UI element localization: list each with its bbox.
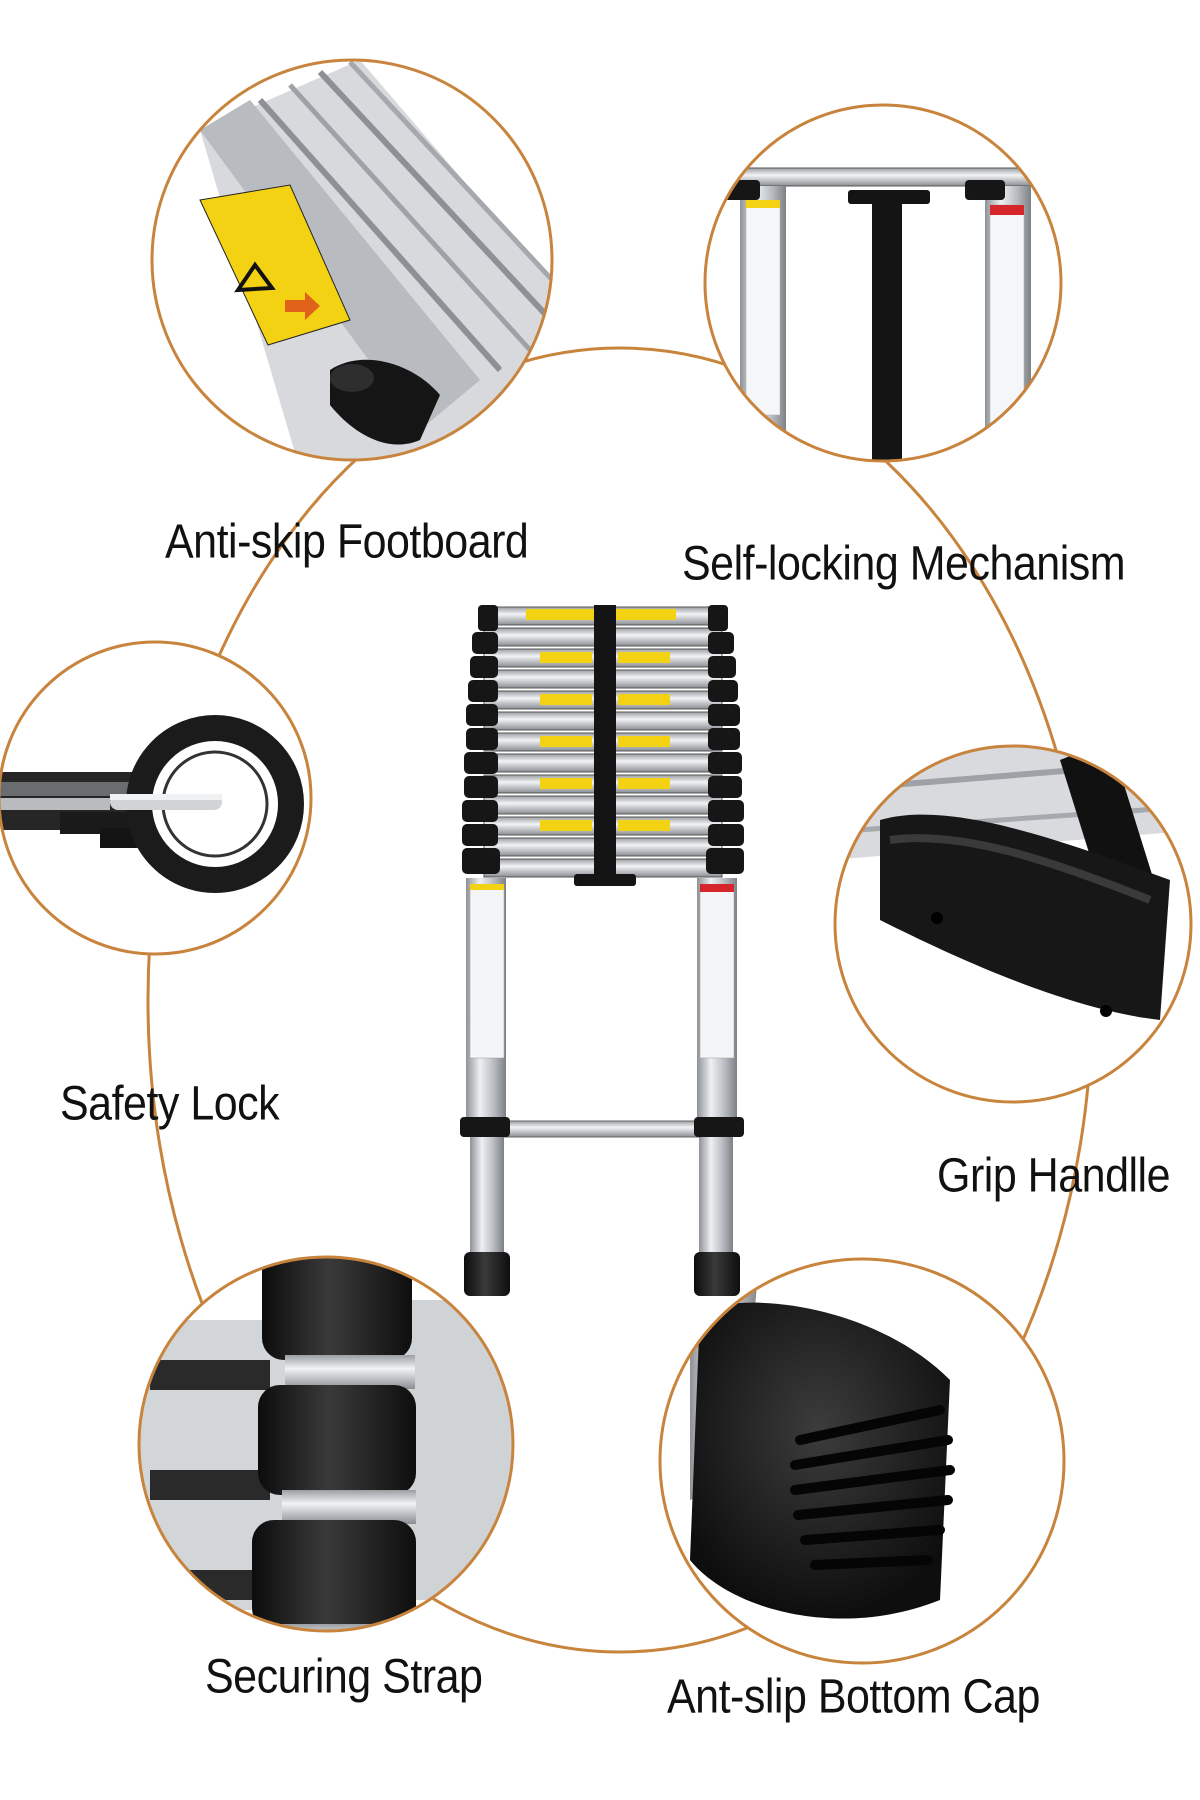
ladder-joint-blocks xyxy=(462,605,744,874)
grip-handle-detail-image xyxy=(835,746,1191,1102)
footboard-detail-image xyxy=(152,60,552,460)
label-securing-strap: Securing Strap xyxy=(205,1650,483,1704)
ladder-strap xyxy=(594,605,616,880)
ladder-handle xyxy=(574,874,636,886)
telescopic-ladder xyxy=(460,605,744,1296)
warning-triangle-icon xyxy=(234,261,276,293)
label-self-locking-mechanism: Self-locking Mechanism xyxy=(682,537,1126,591)
label-anti-skip-footboard: Anti-skip Footboard xyxy=(165,515,529,569)
ladder-legs xyxy=(460,878,744,1296)
label-grip-handle: Grip Handlle xyxy=(937,1149,1171,1203)
securing-strap-detail-image xyxy=(139,1257,513,1631)
cap-grip-ridges xyxy=(790,1405,955,1570)
arrow-right-icon xyxy=(285,292,320,320)
label-bottom-cap: Ant-slip Bottom Cap xyxy=(667,1670,1040,1724)
label-safety-lock: Safety Lock xyxy=(60,1077,280,1131)
self-locking-detail-image xyxy=(705,105,1061,461)
bottom-cap-detail-image xyxy=(660,1259,1064,1663)
safety-lock-detail-image xyxy=(0,642,311,954)
